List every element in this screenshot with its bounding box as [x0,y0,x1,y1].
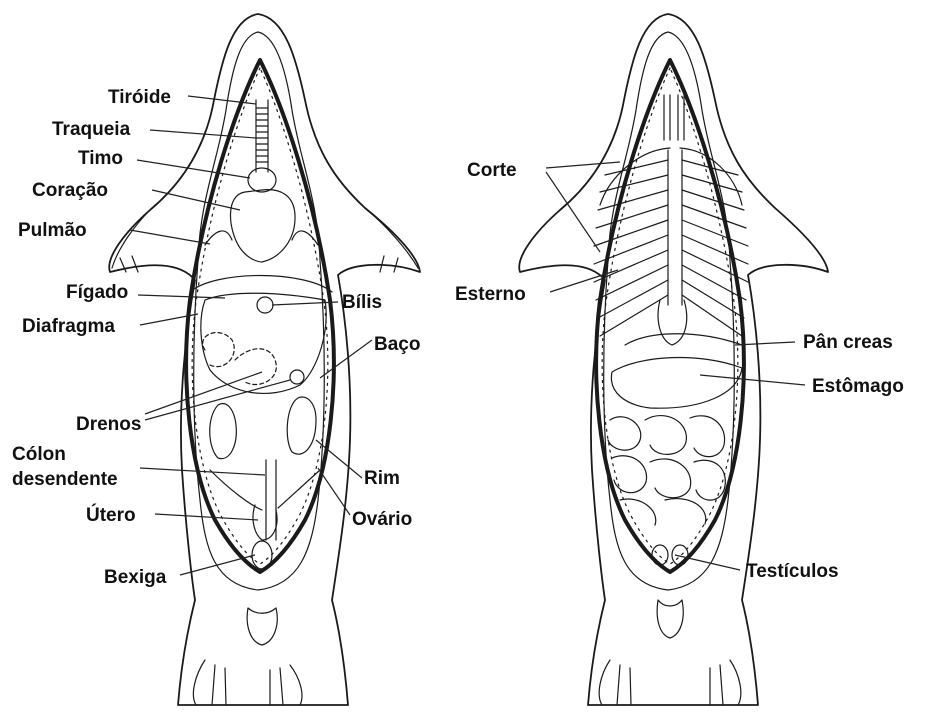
right-pancreas [625,334,742,345]
label-utero: Útero [86,504,136,526]
right-intestines [608,416,725,525]
right-penguin-figure [519,14,828,705]
right-ribcage [594,148,748,336]
left-incision-outline [186,60,334,572]
left-trachea-rings [256,108,268,162]
right-trachea [664,95,684,140]
label-corte: Corte [467,160,517,181]
label-colon-line1: Cólon [12,444,66,465]
label-colon-line2: desendente [12,469,118,490]
right-incision-stitch [602,68,738,564]
right-body-outline [519,14,828,705]
left-flipper-right [365,208,418,272]
left-intestine-loops [203,333,277,385]
left-trachea [256,100,268,172]
left-kidney-right [287,397,316,454]
label-traqueia: Traqueia [52,119,131,140]
right-sternum [658,300,687,345]
left-leader-lines [130,96,372,575]
label-pancreas: Pân creas [803,332,893,353]
left-foot-left [193,660,226,705]
label-baco: Baço [374,334,420,355]
label-figado: Fígado [66,282,128,303]
left-foot-right [270,665,302,705]
left-labels: Tiróide Traqueia Timo Coração Pulmão Fíg… [12,87,420,588]
label-pulmao: Pulmão [18,220,87,241]
left-tail [247,608,277,645]
left-flipper-left [112,210,150,272]
left-uterus [210,470,320,540]
label-testiculos: Testículos [746,561,839,582]
label-drenos: Drenos [76,414,141,435]
left-thymus [248,168,276,192]
left-colon [266,460,276,540]
left-penguin-figure [109,14,420,705]
left-lungs [205,231,318,245]
right-inner-outline [604,32,735,590]
right-foot-left [599,660,631,705]
label-esterno: Esterno [455,284,526,305]
label-ovario: Ovário [352,509,412,530]
right-tail [657,600,683,638]
right-stomach [611,357,742,408]
left-kidney-left [210,404,237,459]
left-body-outline [109,14,420,705]
left-diaphragm [190,276,332,293]
label-bexiga: Bexiga [104,567,167,588]
left-incision-stitch [192,68,328,564]
right-labels: Corte Esterno Pân creas Estômago Testícu… [455,160,904,582]
right-testis-left [652,545,668,565]
label-rim: Rim [364,468,400,489]
label-diafragma: Diafragma [22,316,115,337]
label-bilis: Bílis [342,292,382,313]
label-estomago: Estômago [812,376,904,397]
right-foot-right [710,660,741,705]
left-heart [230,190,295,262]
right-testis-right [672,545,688,565]
left-gallbladder [257,297,273,313]
label-timo: Timo [78,148,123,169]
label-tiroide: Tiróide [108,87,171,108]
label-coracao: Coração [32,180,108,201]
left-liver [201,293,326,393]
right-leader-lines [546,162,805,570]
left-spleen [290,370,304,384]
